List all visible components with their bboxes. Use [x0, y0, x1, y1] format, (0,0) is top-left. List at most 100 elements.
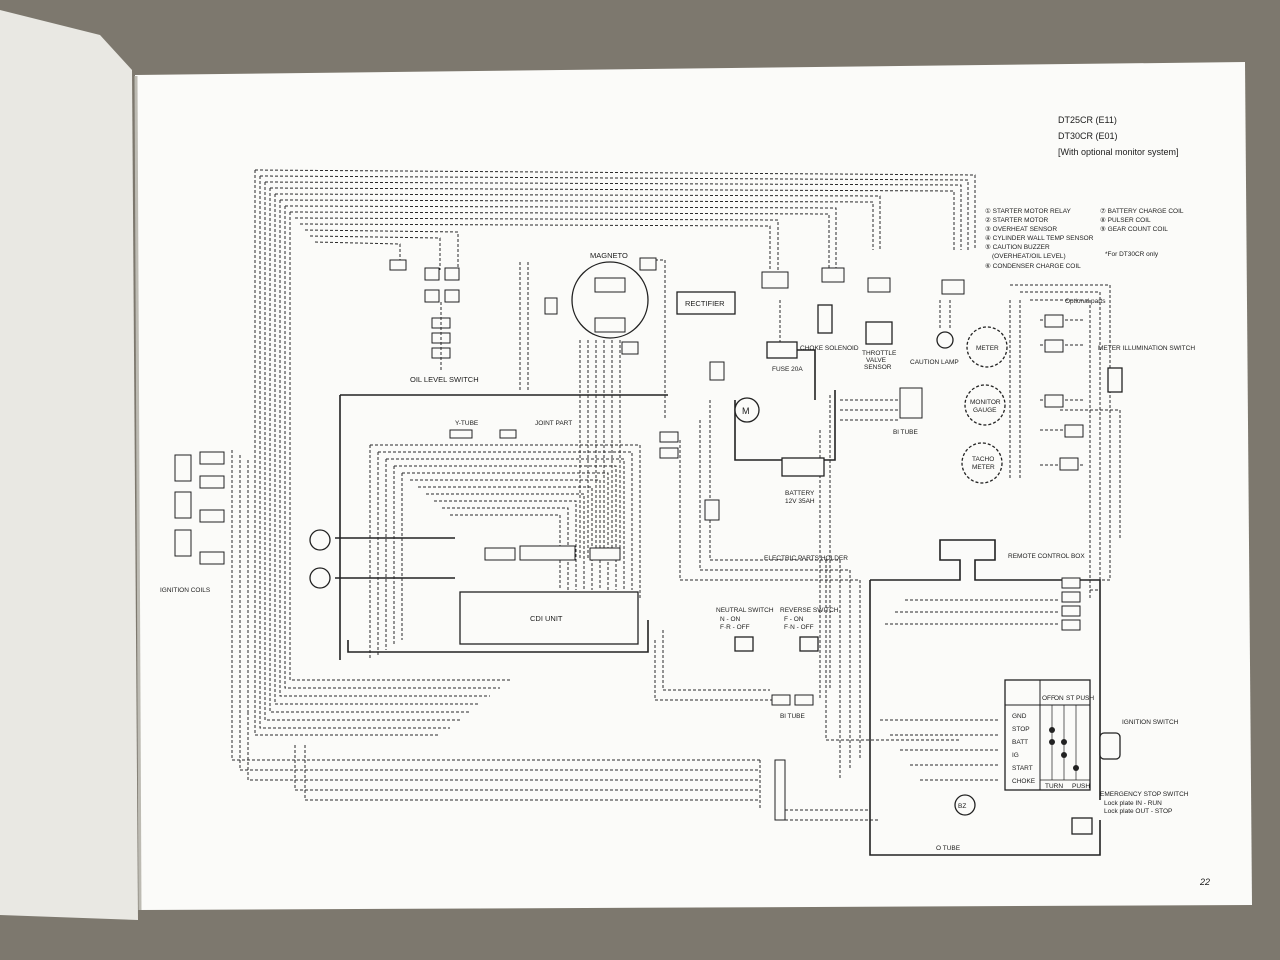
page-gutter [134, 75, 142, 911]
legend-item: ① STARTER MOTOR RELAY [985, 207, 1072, 215]
model-line-3: [With optional monitor system] [1058, 147, 1179, 157]
tacho-meter-label-2: METER [972, 464, 995, 471]
ig-row-choke: CHOKE [1012, 778, 1036, 785]
overheat-sensor [309, 529, 331, 551]
ig-row-ig: IG [1012, 752, 1019, 759]
meter-illumination-switch [1107, 367, 1123, 393]
ignition-switch-table: OFF ON ST PUSH GND STOP BATT IG START CH… [1004, 679, 1094, 791]
emergency-stop-label: EMERGENCY STOP SWITCH [1100, 791, 1189, 798]
meter-illumination-switch-label: METER ILLUMINATION SWITCH [1098, 345, 1195, 352]
magneto-label: MAGNETO [590, 251, 628, 260]
tacho-meter-label-1: TACHO [972, 456, 994, 463]
page-number: 22 [1199, 877, 1210, 887]
model-line-1: DT25CR (E11) [1058, 115, 1117, 125]
ig-header-push: PUSH [1076, 695, 1094, 702]
model-line-2: DT30CR (E01) [1058, 131, 1118, 141]
throttle-label-1: THROTTLE [862, 350, 897, 357]
magneto: MAGNETO [544, 251, 657, 355]
top-connectors [389, 259, 965, 295]
oil-level-switch: OIL LEVEL SWITCH [410, 267, 479, 384]
ig-row-start: START [1012, 765, 1033, 772]
ig-row-stop: STOP [1012, 726, 1030, 733]
legend-item: ⑧ PULSER COIL [1100, 216, 1151, 224]
meter: METER [966, 326, 1008, 368]
fuse-label: FUSE 20A [772, 366, 803, 373]
battery-label-1: BATTERY [785, 490, 815, 497]
ignition-coils-label: IGNITION COILS [160, 587, 211, 594]
monitor-gauge: MONITOR GAUGE [964, 384, 1006, 426]
ig-row-batt: BATT [1012, 739, 1028, 746]
optional-parts-label: Optional parts [1065, 298, 1106, 305]
reverse-switch-label: REVERSE SWITCH [780, 607, 839, 614]
battery-label-2: 12V 35AH [785, 498, 815, 505]
left-page [0, 10, 138, 920]
buzzer-symbol: BZ [958, 803, 966, 810]
rectifier: RECTIFIER [676, 291, 736, 315]
legend-item: ⑨ GEAR COUNT COIL [1100, 225, 1168, 233]
meter-label: METER [976, 345, 999, 352]
tacho-meter: TACHO METER [961, 442, 1003, 484]
lock-plate-out-label: Lock plate OUT - STOP [1104, 808, 1172, 815]
legend-item: ⑦ BATTERY CHARGE COIL [1100, 207, 1184, 215]
neutral-switch: NEUTRAL SWITCH N - ON F·R - OFF [716, 607, 774, 652]
bl-tube-lower-label: Bl TUBE [780, 713, 805, 720]
monitor-gauge-label-2: GAUGE [973, 407, 997, 414]
ig-footer-turn: TURN [1045, 783, 1063, 790]
legend-note: *For DT30CR only [1105, 251, 1159, 258]
fuse: FUSE 20A [766, 341, 803, 373]
legend-item: ② STARTER MOTOR [985, 216, 1049, 224]
reverse-switch: REVERSE SWITCH F - ON F·N - OFF [780, 607, 839, 652]
battery: BATTERY 12V 35AH [781, 457, 825, 505]
legend-item: ⑤ CAUTION BUZZER [985, 243, 1050, 251]
cylinder-wall-temp-sensor [309, 567, 331, 589]
legend-item: ⑥ CONDENSER CHARGE COIL [985, 262, 1081, 270]
legend-item: ④ CYLINDER WALL TEMP SENSOR [985, 234, 1094, 242]
choke-solenoid-label: CHOKE SOLENOID [800, 345, 859, 352]
legend: ① STARTER MOTOR RELAY ② STARTER MOTOR ③ … [985, 207, 1184, 270]
lower-connectors [771, 577, 1081, 821]
ignition-switch-key: IGNITION SWITCH [1099, 719, 1179, 760]
legend-item: (OVERHEAT/OIL LEVEL) [992, 253, 1066, 260]
electric-parts-holder: ELECTRIC PARTS HOLDER [484, 361, 848, 562]
lock-plate-in-label: Lock plate IN - RUN [1104, 800, 1162, 807]
electric-parts-holder-label: ELECTRIC PARTS HOLDER [764, 555, 848, 562]
ig-footer-push: PUSH [1072, 783, 1090, 790]
neutral-off-label: F·R - OFF [720, 624, 750, 631]
throttle-label-2: VALVE [866, 357, 887, 364]
neutral-on-label: N - ON [720, 616, 741, 623]
ignition-switch-label: IGNITION SWITCH [1122, 719, 1179, 726]
meter-connectors [899, 314, 1084, 471]
starter-motor-symbol: M [742, 406, 750, 416]
ignition-coils: IGNITION COILS [160, 451, 225, 594]
harness-wires [231, 169, 1121, 821]
choke-solenoid: CHOKE SOLENOID [800, 304, 859, 352]
caution-lamp-label: CAUTION LAMP [910, 359, 959, 366]
neutral-switch-label: NEUTRAL SWITCH [716, 607, 774, 614]
ig-header-off: OFF [1042, 695, 1055, 702]
cdi-unit: CDI UNIT [459, 591, 639, 645]
caution-lamp: CAUTION LAMP [910, 331, 959, 366]
remote-control-box-label: REMOTE CONTROL BOX [1008, 553, 1085, 560]
bl-tube-upper-label: Bl TUBE [893, 429, 918, 436]
joint-part-label: JOINT PART [535, 420, 572, 427]
cdi-unit-label: CDI UNIT [530, 614, 563, 623]
right-page [135, 62, 1252, 910]
caution-buzzer: BZ [954, 794, 976, 816]
reverse-off-label: F·N - OFF [784, 624, 814, 631]
throttle-label-3: SENSOR [864, 364, 892, 371]
y-tube-label: Y-TUBE [455, 420, 479, 427]
ig-header-st: ST [1066, 695, 1074, 702]
y-tube: Y-TUBE [449, 420, 479, 439]
ig-row-gnd: GND [1012, 713, 1027, 720]
starter-motor: M [734, 397, 760, 423]
oil-level-switch-label: OIL LEVEL SWITCH [410, 375, 479, 384]
ig-header-on: ON [1054, 695, 1064, 702]
legend-item: ③ OVERHEAT SENSOR [985, 225, 1057, 233]
rectifier-label: RECTIFIER [685, 299, 725, 308]
throttle-valve-sensor: THROTTLE VALVE SENSOR [862, 321, 897, 371]
joint-part: JOINT PART [499, 420, 572, 439]
o-tube-label: O TUBE [936, 845, 961, 852]
monitor-gauge-label-1: MONITOR [970, 399, 1001, 406]
